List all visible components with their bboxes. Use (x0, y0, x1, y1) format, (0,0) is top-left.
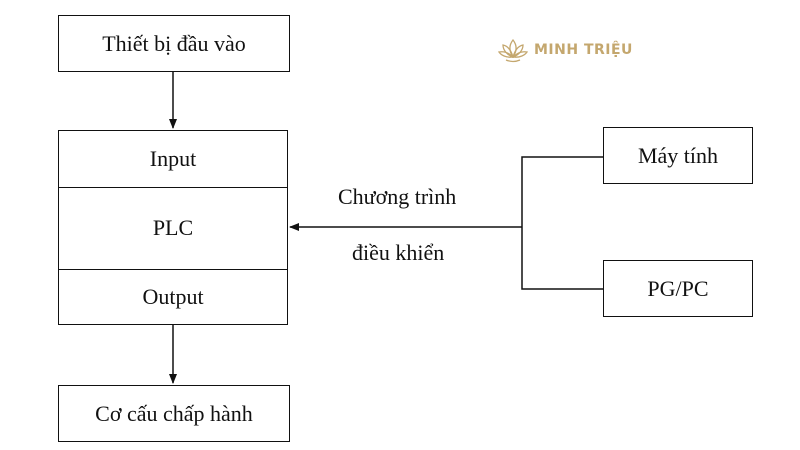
plc-input-section: Input (59, 131, 287, 188)
plc-input-label: Input (149, 146, 197, 171)
pgpc-box: PG/PC (603, 260, 753, 317)
computer-label: Máy tính (637, 142, 719, 168)
plc-output-section: Output (59, 269, 287, 324)
brand-logo: MINH TRIỆU (498, 36, 633, 64)
plc-core-section: PLC (59, 187, 287, 270)
logo-text: MINH TRIỆU (534, 42, 633, 58)
program-label-line2: điều khiển (352, 240, 445, 265)
lotus-icon (498, 38, 528, 63)
actuator-box: Cơ cấu chấp hành (58, 385, 290, 442)
input-device-label: Thiết bị đầu vào (102, 30, 246, 56)
pgpc-label: PG/PC (647, 275, 709, 301)
plc-output-label: Output (142, 283, 204, 309)
plc-block: Input PLC Output (58, 130, 288, 325)
actuator-label: Cơ cấu chấp hành (95, 400, 253, 426)
input-device-box: Thiết bị đầu vào (58, 15, 290, 72)
computer-box: Máy tính (603, 127, 753, 184)
bracket-sources (521, 156, 603, 290)
program-label-line1: Chương trình (338, 184, 457, 209)
plc-core-label: PLC (152, 215, 194, 240)
